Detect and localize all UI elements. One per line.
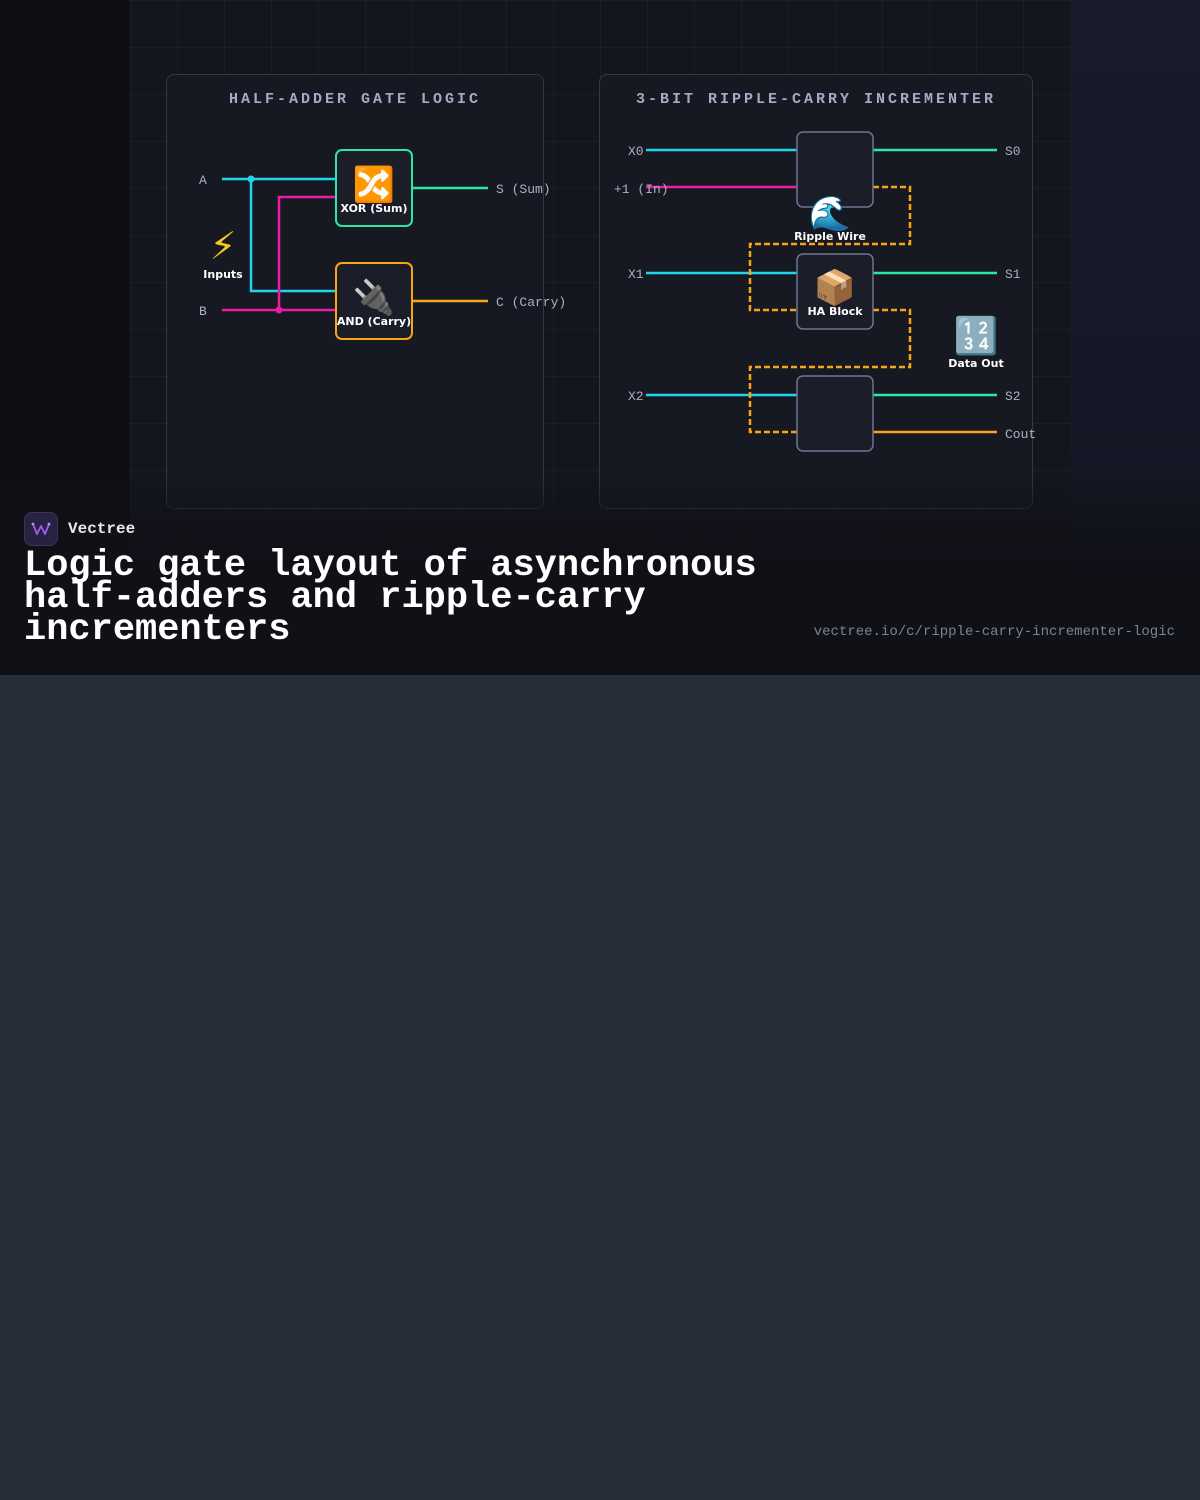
lightning-icon: ⚡ — [210, 224, 237, 268]
ripple-carry-wires — [748, 185, 912, 434]
junction-b — [275, 306, 283, 314]
brand-name: Vectree — [68, 520, 136, 538]
input-x2-label: X2 — [628, 389, 644, 404]
wire-a-branch — [249, 179, 336, 293]
bottom-fade — [0, 470, 1200, 675]
page-title: Logic gate layout of asynchronous half-a… — [24, 545, 757, 651]
plug-icon: 🔌 — [353, 278, 395, 318]
brand[interactable]: Vectree — [24, 512, 135, 546]
shuffle-icon: 🔀 — [353, 165, 395, 205]
junction-a — [247, 175, 255, 183]
ha-block-2 — [796, 375, 874, 452]
carry-wire-1 — [748, 308, 912, 434]
carry-output-label: C (Carry) — [496, 295, 566, 310]
diagram-card: HALF-ADDER GATE LOGIC 3-BIT RIPPLE-CARRY… — [0, 0, 1200, 675]
wave-icon: 🌊 — [809, 194, 851, 234]
data-out-caption: Data Out — [948, 357, 1004, 370]
and-gate: 🔌 AND (Carry) — [335, 262, 413, 340]
output-s1-label: S1 — [1005, 267, 1021, 282]
ripple-wire-caption: Ripple Wire — [794, 230, 866, 243]
ha-block-caption: HA Block — [807, 305, 863, 318]
input-plus-one-label: +1 (In) — [614, 182, 669, 197]
carry-wire-0 — [748, 185, 912, 312]
ha-block-1 — [796, 253, 874, 330]
incrementer-panel-title: 3-BIT RIPPLE-CARRY INCREMENTER — [635, 91, 997, 108]
ha-block-0 — [796, 131, 874, 208]
input-b-label: B — [199, 304, 207, 319]
output-s2-label: S2 — [1005, 389, 1021, 404]
output-s0-label: S0 — [1005, 144, 1021, 159]
incrementer-wires — [646, 148, 997, 434]
logic-diagram: 🔀 XOR (Sum) 🔌 AND (Carry) A B ⚡ Inputs S… — [199, 131, 1036, 452]
xor-gate-caption: XOR (Sum) — [340, 202, 407, 215]
output-cout-label: Cout — [1005, 427, 1036, 442]
half-adder-panel-title: HALF-ADDER GATE LOGIC — [228, 91, 482, 108]
input-x0-label: X0 — [628, 144, 644, 159]
input-x1-label: X1 — [628, 267, 644, 282]
inputs-caption: Inputs — [203, 268, 243, 281]
input-a-label: A — [199, 173, 207, 188]
wire-b-branch — [277, 195, 336, 310]
numbers-icon: 🔢 — [954, 315, 999, 357]
sum-output-label: S (Sum) — [496, 182, 551, 197]
package-icon: 📦 — [814, 268, 856, 308]
xor-gate: 🔀 XOR (Sum) — [335, 149, 413, 227]
source-url[interactable]: vectree.io/c/ripple-carry-incrementer-lo… — [813, 624, 1175, 640]
vectree-logo-icon — [24, 512, 58, 546]
and-gate-caption: AND (Carry) — [337, 315, 411, 328]
